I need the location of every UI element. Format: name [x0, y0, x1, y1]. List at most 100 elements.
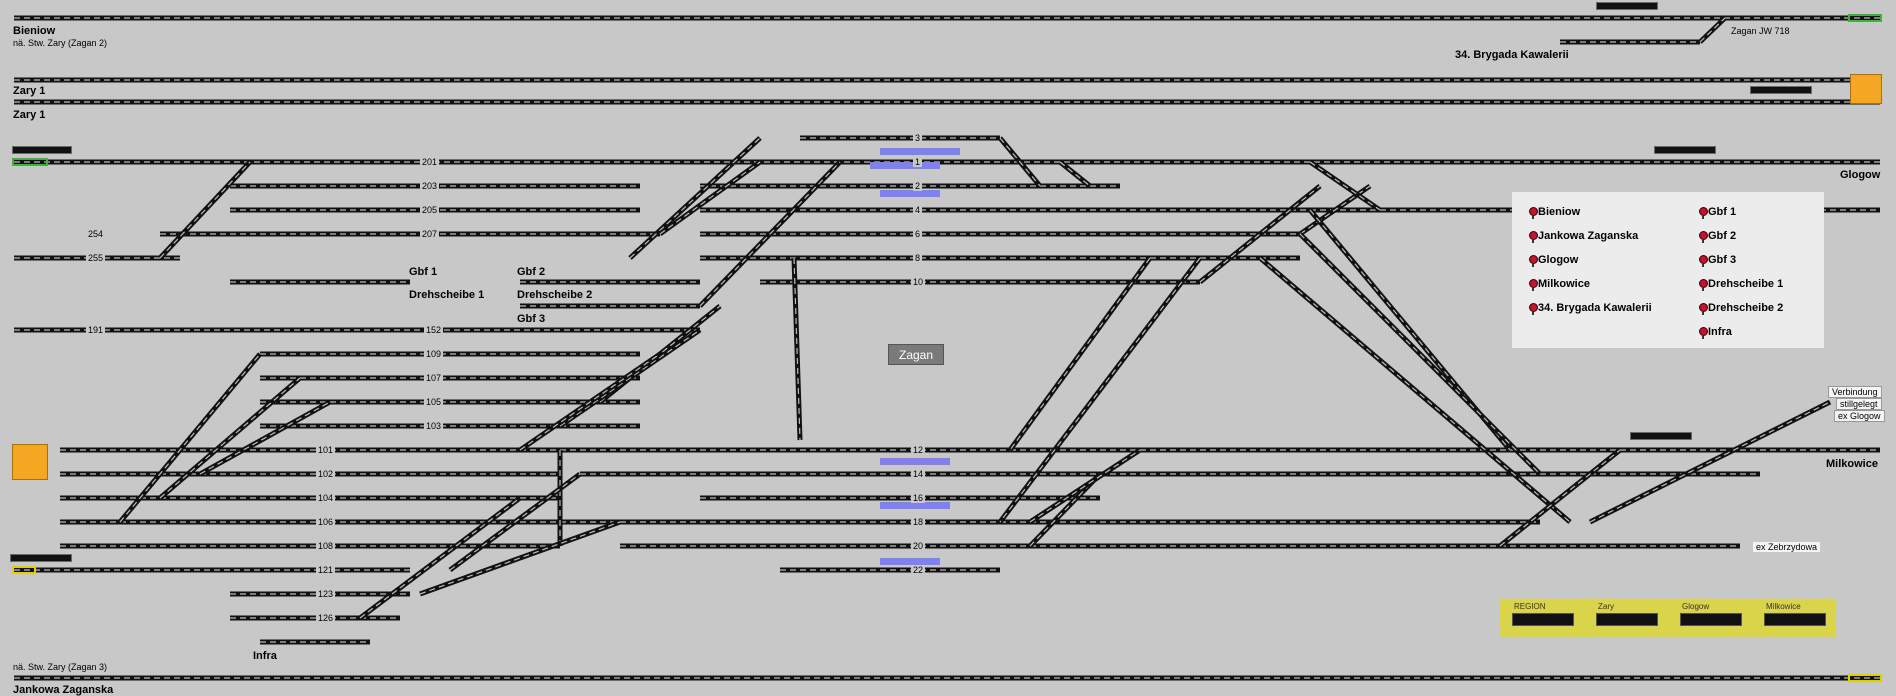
track-number-107: 107	[424, 373, 444, 383]
note-verbindung-line-2: stillgelegt	[1836, 398, 1882, 410]
route-highlight	[880, 148, 960, 155]
station-label-drehscheibe-2: Drehscheibe 2	[517, 289, 593, 301]
track-number-20: 20	[911, 541, 926, 551]
track-segment[interactable]	[358, 496, 522, 620]
legend-item-gbf-3[interactable]: Gbf 3	[1699, 254, 1737, 267]
track-number-201: 201	[420, 157, 440, 167]
legend-label: Jankowa Zaganska	[1538, 230, 1639, 242]
route-highlight	[880, 458, 950, 465]
track-segment[interactable]	[998, 136, 1042, 188]
line-end-west[interactable]	[12, 158, 48, 166]
station-label-glogow: Glogow	[1840, 169, 1881, 181]
track-segment[interactable]	[628, 136, 762, 260]
block-indicator[interactable]	[12, 146, 72, 154]
signal-icon	[1699, 207, 1708, 216]
block-indicator[interactable]	[1596, 2, 1658, 10]
track-segment[interactable]	[998, 256, 1202, 524]
counter-panel: REGION Zary Glogow Milkowice	[1500, 599, 1836, 637]
legend-item-brygada[interactable]: 34. Brygada Kawalerii	[1529, 302, 1652, 315]
station-label-bieniow: Bieniow	[13, 25, 56, 37]
legend-label: Bieniow	[1538, 206, 1581, 218]
track-segment[interactable]	[118, 352, 262, 524]
legend-item-gbf-2[interactable]: Gbf 2	[1699, 230, 1737, 243]
track-number-14: 14	[911, 469, 926, 479]
track-segment[interactable]	[658, 159, 762, 237]
route-highlight	[880, 190, 940, 197]
legend-item-jankowa[interactable]: Jankowa Zaganska	[1529, 230, 1639, 243]
track-number-105: 105	[424, 397, 444, 407]
track-number-108: 108	[316, 541, 336, 551]
signal-icon	[1529, 255, 1538, 264]
line-end-bieniow[interactable]	[1848, 14, 1882, 22]
track-segment[interactable]	[198, 399, 332, 477]
legend-item-milkowice[interactable]: Milkowice	[1529, 278, 1590, 291]
station-label-milkowice: Milkowice	[1826, 458, 1878, 470]
station-label-drehscheibe-1: Drehscheibe 1	[409, 289, 485, 301]
track-segment[interactable]	[1028, 447, 1142, 525]
track-number-255: 255	[86, 253, 106, 263]
track-number-109: 109	[424, 349, 444, 359]
counter-zary[interactable]	[1596, 613, 1658, 626]
legend-item-infra[interactable]: Infra	[1699, 326, 1732, 339]
signal-icon	[1529, 207, 1538, 216]
track-segment[interactable]	[791, 257, 803, 441]
signal-icon	[1699, 231, 1708, 240]
station-button-zagan[interactable]: Zagan	[888, 344, 944, 365]
block-indicator[interactable]	[1750, 86, 1812, 94]
legend-label: Gbf 3	[1708, 254, 1737, 266]
track-segment[interactable]	[1058, 160, 1092, 188]
track-number-205: 205	[420, 205, 440, 215]
track-segment[interactable]	[698, 160, 842, 308]
signal-icon	[1699, 255, 1708, 264]
counter-glogow[interactable]	[1680, 613, 1742, 626]
track-segment[interactable]	[1588, 399, 1832, 525]
boundary-marker-zary[interactable]	[1850, 74, 1882, 104]
legend-item-bieniow[interactable]: Bieniow	[1529, 206, 1581, 219]
boundary-marker-left[interactable]	[12, 444, 48, 480]
track-segment[interactable]	[1198, 184, 1322, 284]
counter-milkowice[interactable]	[1764, 613, 1826, 626]
track-number-207: 207	[420, 229, 440, 239]
legend-label: Gbf 1	[1708, 206, 1737, 218]
station-label-zary-1-b: Zary 1	[13, 109, 46, 121]
legend-label: Infra	[1708, 326, 1732, 338]
block-indicator[interactable]	[10, 554, 72, 562]
legend-label: Gbf 2	[1708, 230, 1737, 242]
track-segment[interactable]	[1308, 159, 1382, 213]
track-number-8: 8	[913, 253, 923, 263]
legend-label: Drehscheibe 1	[1708, 278, 1784, 290]
counter-region[interactable]	[1512, 613, 1574, 626]
track-segment[interactable]	[448, 471, 582, 573]
legend-label: Drehscheibe 2	[1708, 302, 1784, 314]
line-end-jankowa[interactable]	[1848, 674, 1882, 682]
track-segment[interactable]	[419, 519, 621, 597]
route-highlight	[870, 162, 940, 169]
station-label-zary-1: Zary 1	[13, 85, 46, 97]
line-end-southwest[interactable]	[12, 566, 36, 574]
track-segment[interactable]	[1298, 232, 1542, 476]
legend-item-gbf-1[interactable]: Gbf 1	[1699, 206, 1737, 219]
station-label-zagan-jw: Zagan JW 718	[1731, 26, 1790, 36]
track-segment[interactable]	[1007, 256, 1153, 452]
track-segment[interactable]	[518, 351, 662, 453]
route-highlight	[880, 502, 950, 509]
track-segment[interactable]	[158, 376, 302, 500]
legend-item-drehscheibe-2[interactable]: Drehscheibe 2	[1699, 302, 1784, 315]
track-segment[interactable]	[1698, 16, 1727, 44]
panel-caption-zary: Zary	[1598, 602, 1614, 611]
legend-label: Glogow	[1538, 254, 1579, 266]
panel-caption-region: REGION	[1514, 602, 1546, 611]
legend-item-glogow[interactable]: Glogow	[1529, 254, 1579, 267]
track-number-3: 3	[913, 133, 923, 143]
block-indicator[interactable]	[1630, 432, 1692, 440]
track-number-123: 123	[316, 589, 336, 599]
track-segment[interactable]	[558, 327, 702, 429]
track-segment[interactable]	[158, 160, 252, 260]
block-indicator[interactable]	[1654, 146, 1716, 154]
track-segment[interactable]	[1258, 256, 1572, 524]
legend-item-drehscheibe-1[interactable]: Drehscheibe 1	[1699, 278, 1784, 291]
legend-label: Milkowice	[1538, 278, 1590, 290]
track-segment[interactable]	[1498, 448, 1622, 548]
legend: Bieniow Jankowa Zaganska Glogow Milkowic…	[1512, 192, 1824, 348]
